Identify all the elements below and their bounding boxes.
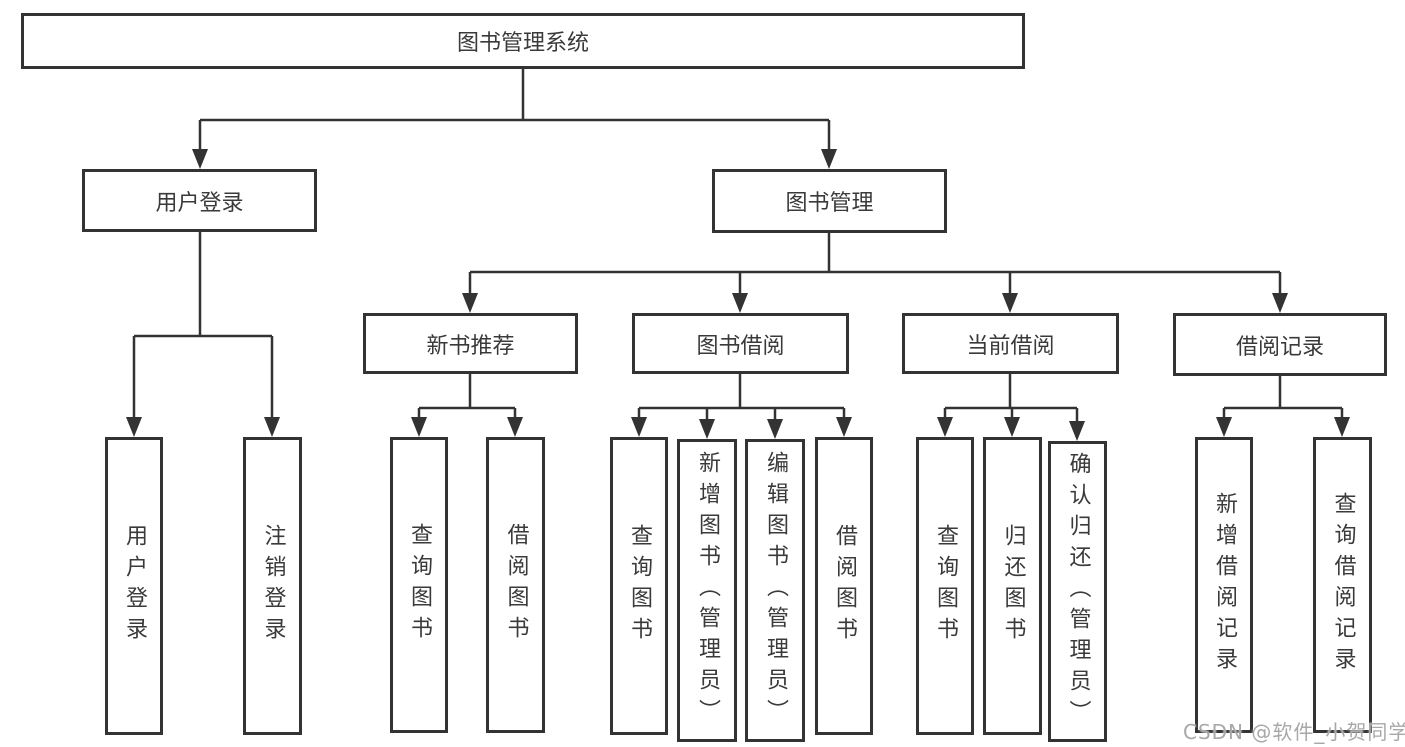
leaf-edit-books-admin: 编辑图书（管理员） bbox=[745, 439, 805, 742]
leaf-borrow-books-1: 借阅图书 bbox=[486, 437, 545, 733]
node-label: 查询借阅记录 bbox=[1330, 492, 1356, 678]
node-label: 查询图书 bbox=[407, 523, 432, 647]
node-root-system: 图书管理系统 bbox=[21, 13, 1025, 69]
leaf-query-books-3: 查询图书 bbox=[916, 437, 974, 735]
leaf-borrow-books-2: 借阅图书 bbox=[815, 437, 873, 735]
node-label: 借阅图书 bbox=[832, 524, 857, 648]
node-label: 当前借阅 bbox=[966, 333, 1055, 359]
leaf-return-books: 归还图书 bbox=[983, 437, 1042, 735]
node-current-borrowing: 当前借阅 bbox=[902, 313, 1119, 374]
node-label: 注销登录 bbox=[260, 524, 286, 648]
node-label: 归还图书 bbox=[1000, 524, 1026, 648]
leaf-query-borrow-record: 查询借阅记录 bbox=[1313, 437, 1372, 733]
node-label: 新增图书（管理员） bbox=[695, 451, 720, 730]
node-label: 图书借阅 bbox=[696, 333, 785, 359]
node-label: 新增借阅记录 bbox=[1212, 492, 1237, 678]
node-label: 用户登录 bbox=[155, 190, 244, 216]
arrowhead-icons bbox=[126, 149, 1350, 441]
node-label: 编辑图书（管理员） bbox=[763, 451, 788, 730]
node-book-borrowing: 图书借阅 bbox=[632, 313, 849, 374]
node-label: 新书推荐 bbox=[426, 333, 515, 359]
node-label: 借阅记录 bbox=[1235, 334, 1324, 360]
node-new-book-recommend: 新书推荐 bbox=[363, 313, 578, 374]
node-label: 用户登录 bbox=[122, 524, 147, 648]
node-label: 图书管理系统 bbox=[456, 31, 589, 56]
node-label: 查询图书 bbox=[627, 524, 652, 648]
leaf-user-login: 用户登录 bbox=[105, 437, 163, 735]
connector-stems bbox=[132, 69, 1344, 424]
leaf-add-borrow-record: 新增借阅记录 bbox=[1195, 437, 1253, 733]
leaf-logout: 注销登录 bbox=[243, 437, 302, 735]
node-label: 借阅图书 bbox=[503, 523, 529, 647]
node-label: 查询图书 bbox=[933, 524, 958, 648]
node-label: 确认归还（管理员） bbox=[1065, 452, 1091, 731]
leaf-confirm-return-admin: 确认归还（管理员） bbox=[1048, 441, 1107, 742]
node-user-login: 用户登录 bbox=[82, 169, 317, 232]
csdn-watermark: CSDN @软件_小贺同学 bbox=[1183, 720, 1405, 744]
leaf-add-books-admin: 新增图书（管理员） bbox=[677, 439, 737, 742]
node-book-management: 图书管理 bbox=[712, 169, 947, 233]
leaf-query-books-2: 查询图书 bbox=[610, 437, 668, 735]
node-label: 图书管理 bbox=[785, 191, 874, 216]
node-borrowing-records: 借阅记录 bbox=[1173, 313, 1387, 376]
leaf-query-books-1: 查询图书 bbox=[390, 437, 448, 733]
